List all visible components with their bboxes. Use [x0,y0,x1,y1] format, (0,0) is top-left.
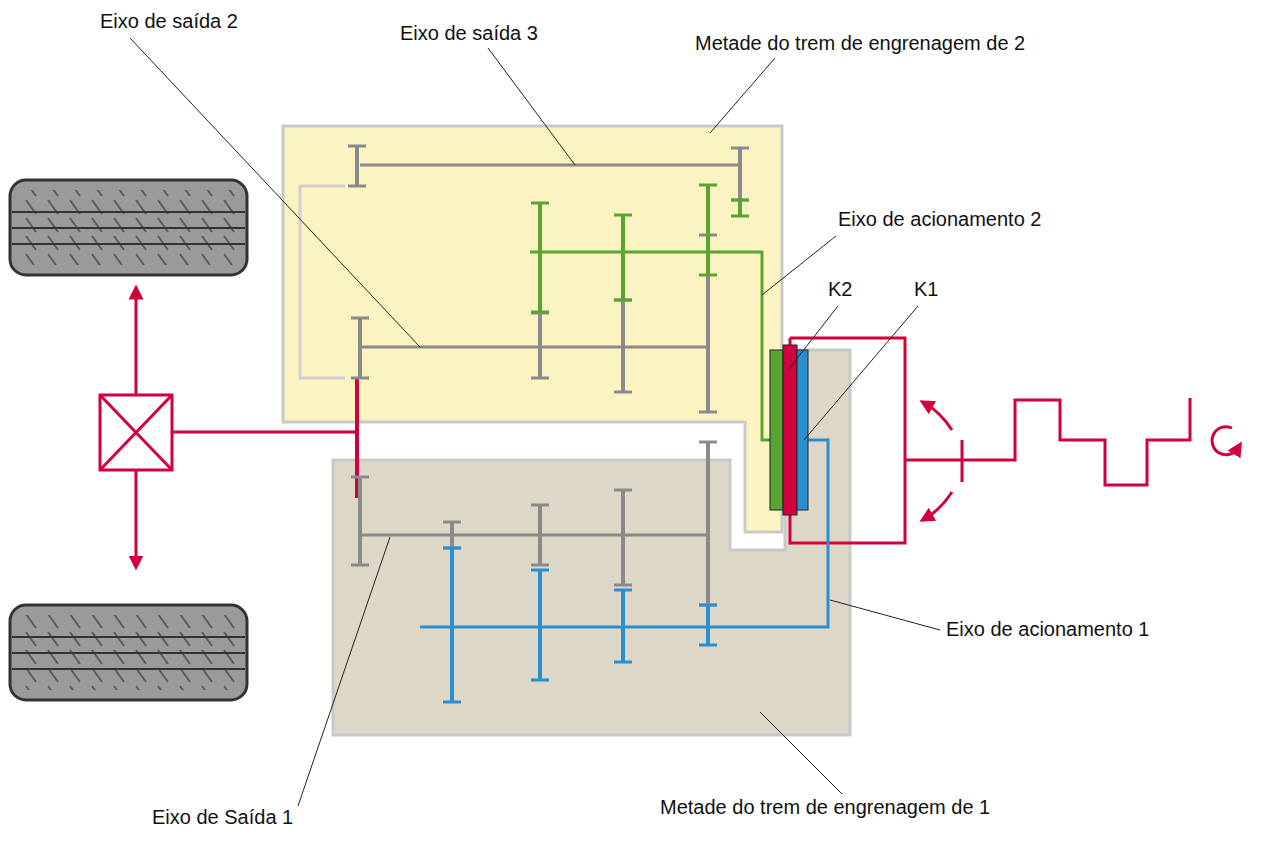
gear [614,215,632,300]
part-label: K2 [826,278,854,301]
gear [731,148,749,200]
shaft [360,534,708,537]
gear [443,548,461,702]
leader-line [760,712,842,794]
shaft [530,252,770,440]
gear [531,570,549,680]
gear [531,505,549,565]
gear [443,522,461,548]
part-label: Eixo de saída 2 [98,10,240,33]
tire [10,180,247,275]
clutch-housing-plate [783,345,797,515]
leader-line [830,600,940,630]
output-link [300,186,345,378]
leader-line [488,48,575,165]
gear [351,318,369,378]
leader-line [710,58,775,133]
gear [699,442,717,605]
clutch-housing [790,338,1238,543]
part-label: Eixo de acionamento 1 [944,618,1151,641]
gear [699,605,717,645]
clutch-k2 [770,350,783,510]
part-label: K1 [912,278,940,301]
part-label: Metade do trem de engrenagem de 1 [658,796,992,819]
gear [699,185,717,275]
gear [348,146,366,186]
gear-train-half-1 [333,350,850,735]
gear [614,490,632,585]
gear [531,313,549,378]
leader-line [762,236,836,295]
gear [531,203,549,312]
part-label: Eixo de saída 3 [398,22,540,45]
tire [10,605,247,700]
leader-line [804,306,918,440]
leader-line [130,38,420,347]
differential [100,292,357,563]
part-label: Metade do trem de engrenagem de 2 [693,32,1027,55]
leader-line [298,537,390,806]
shaft [360,164,740,167]
gear [614,590,632,662]
shaft [360,346,708,349]
part-label: Eixo de acionamento 2 [836,208,1043,231]
gear [351,477,369,565]
leader-line [788,306,838,370]
part-label: Eixo de Saída 1 [150,806,295,829]
clutch-k1 [797,350,808,510]
gear [731,200,749,216]
gear [614,300,632,392]
